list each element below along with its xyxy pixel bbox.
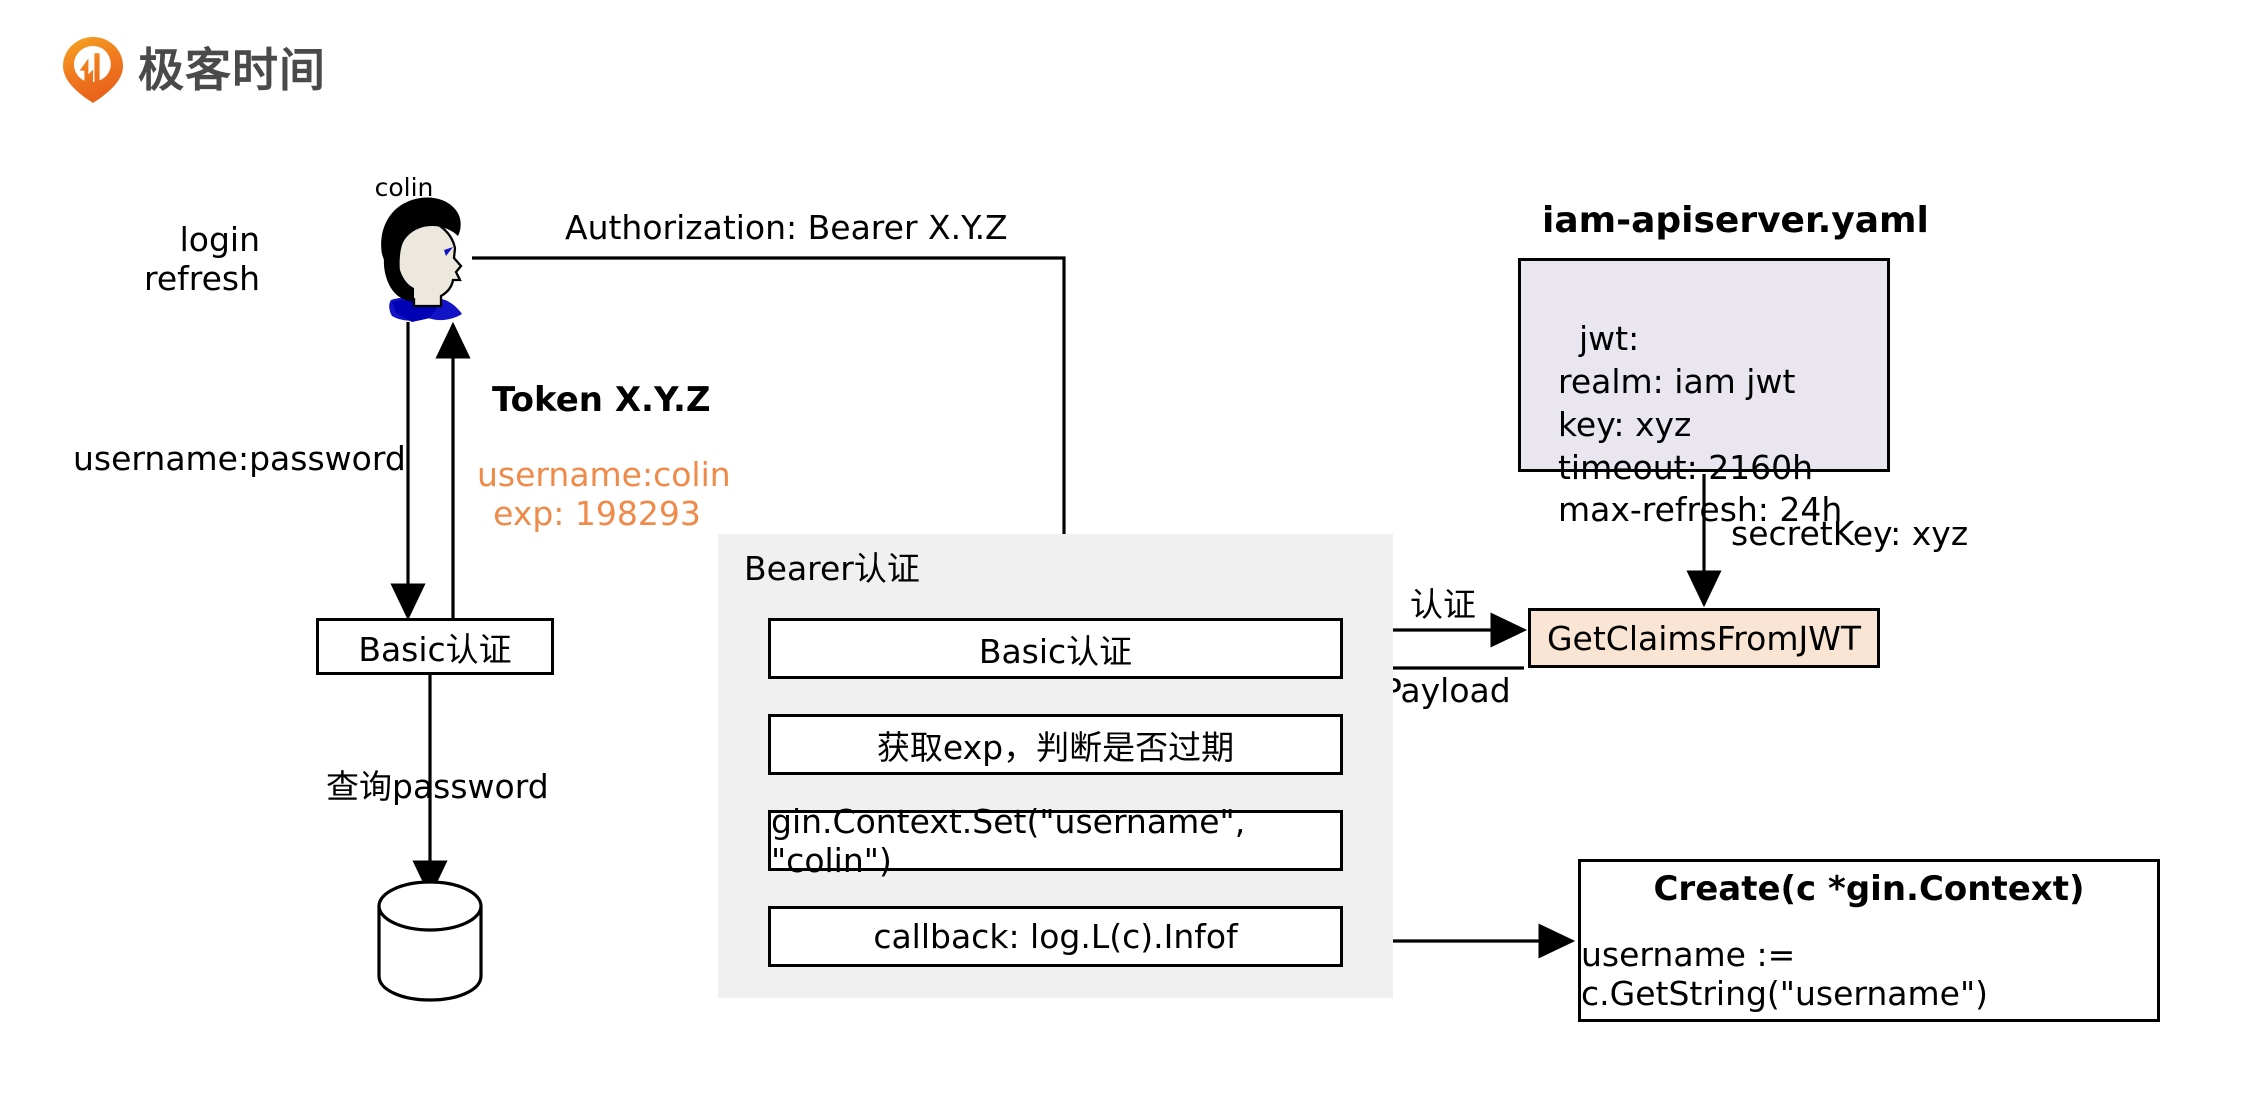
query-password-label: 查询password <box>326 767 549 806</box>
database-cylinder-icon <box>377 880 483 1002</box>
actor-name: colin <box>374 173 434 202</box>
create-handler-body: username := c.GetString("username") <box>1581 934 1989 1013</box>
get-claims-from-jwt-label: GetClaimsFromJWT <box>1546 618 1862 658</box>
bearer-step-2-label: 获取exp，判断是否过期 <box>876 727 1235 767</box>
secret-key-label: secretKey: xyz <box>1731 514 1969 553</box>
bearer-step-1-box[interactable]: Basic认证 <box>768 618 1343 679</box>
bearer-step-4-box[interactable]: callback: log.L(c).Infof <box>768 906 1343 967</box>
left-basic-auth-label: Basic认证 <box>358 629 512 669</box>
basic-credentials-label: username:password <box>73 439 406 478</box>
brand-name: 极客时间 <box>138 43 326 97</box>
actor-actions-label: login refresh <box>143 220 260 298</box>
bearer-step-3-label: gin.Context.Set("username", "colin") <box>771 801 1246 880</box>
create-handler-box[interactable]: Create(c *gin.Context) username := c.Get… <box>1578 859 2160 1022</box>
user-profile-head-icon <box>381 197 463 322</box>
left-basic-auth-box[interactable]: Basic认证 <box>316 618 554 675</box>
geektime-pin-logo-icon <box>62 36 124 104</box>
bearer-step-3-box[interactable]: gin.Context.Set("username", "colin") <box>768 802 1343 880</box>
payload-edge-label: Payload <box>1382 671 1511 710</box>
bearer-step-2-box[interactable]: 获取exp，判断是否过期 <box>768 714 1343 775</box>
bearer-step-4-label: callback: log.L(c).Infof <box>873 917 1238 956</box>
config-card-title: iam-apiserver.yaml <box>1542 200 1929 241</box>
brand-logo: 极客时间 <box>62 36 326 104</box>
config-yaml-box: jwt: realm: iam jwt key: xyz timeout: 21… <box>1518 258 1890 529</box>
authorization-header-label: Authorization: Bearer X.Y.Z <box>565 208 1008 247</box>
bearer-panel-title: Bearer认证 <box>744 549 920 588</box>
token-claims-label: username:colin exp: 198293 <box>477 455 731 533</box>
create-handler-title: Create(c *gin.Context) <box>1653 868 2085 909</box>
token-label: Token X.Y.Z <box>492 380 711 420</box>
bearer-step-1-label: Basic认证 <box>978 631 1133 671</box>
auth-edge-label: 认证 <box>1410 585 1476 624</box>
config-yaml-text: jwt: realm: iam jwt key: xyz timeout: 21… <box>1557 318 1843 530</box>
get-claims-from-jwt-box[interactable]: GetClaimsFromJWT <box>1528 608 1880 668</box>
